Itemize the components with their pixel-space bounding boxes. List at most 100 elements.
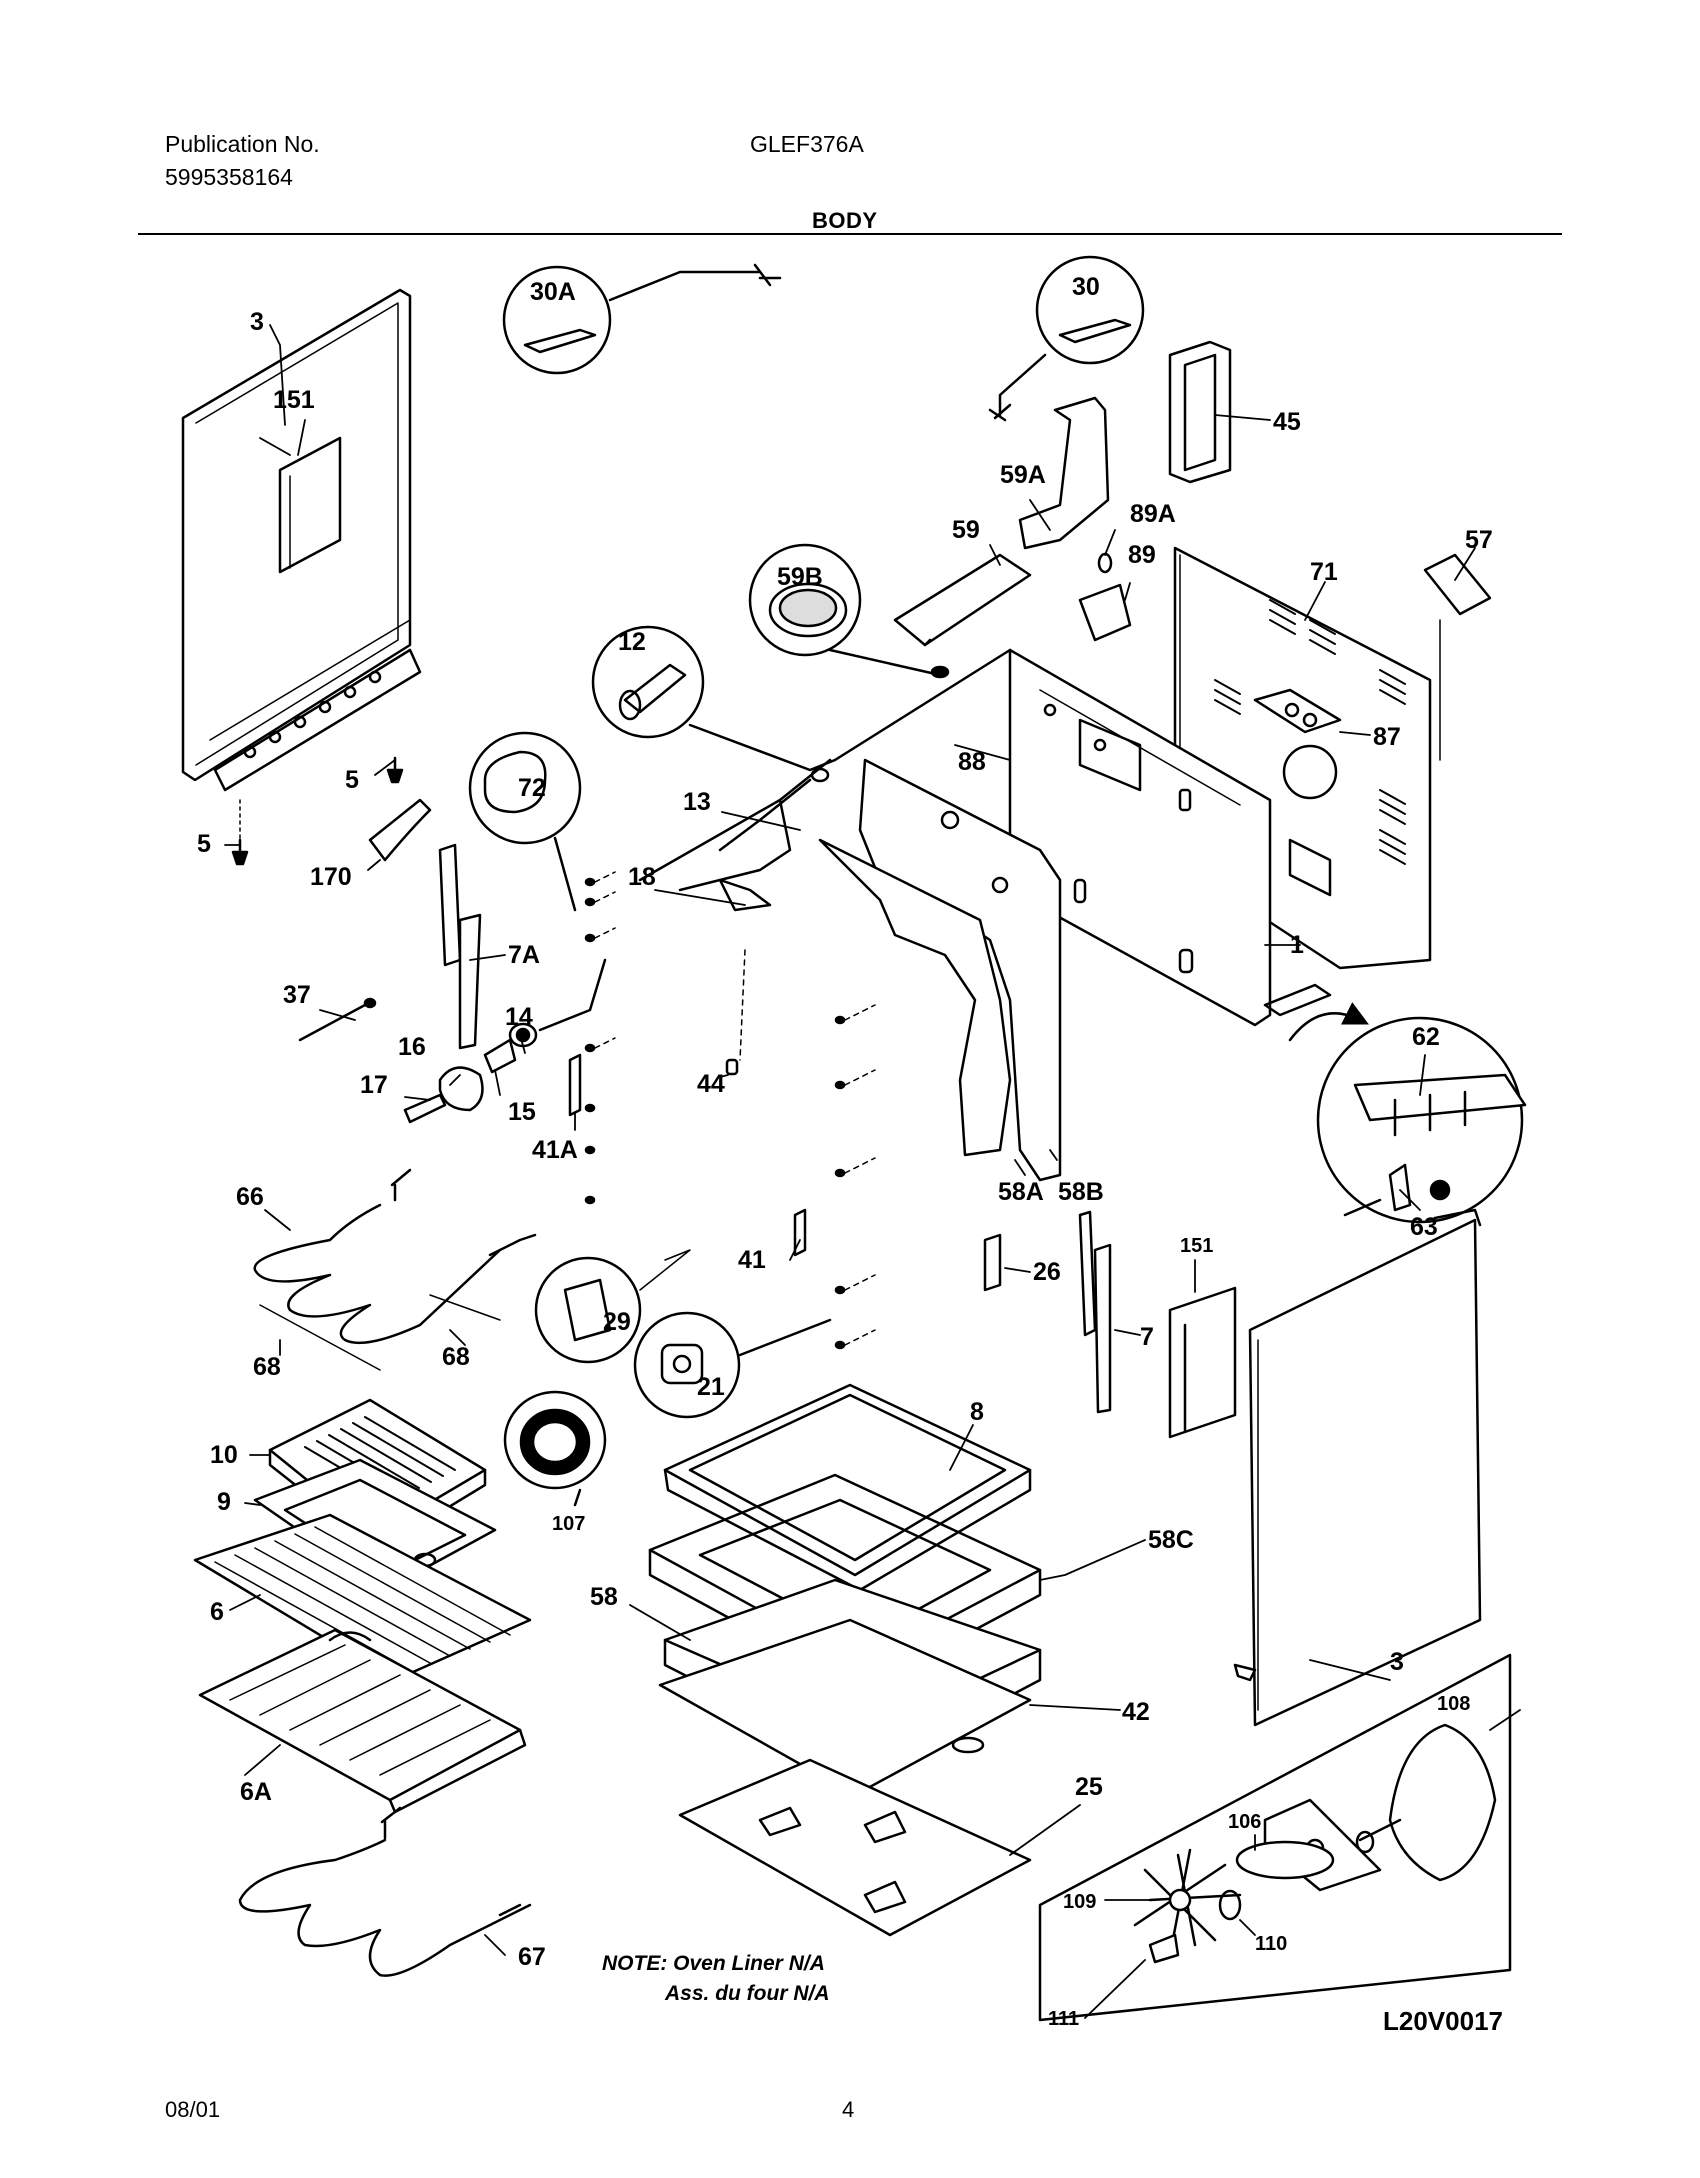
insulation-58a-58b: [818, 758, 1062, 1182]
label-45: 45: [1273, 408, 1301, 436]
publication-number: 5995358164: [165, 164, 293, 190]
label-30a: 30A: [530, 278, 576, 306]
label-111: 111: [1048, 2008, 1079, 2030]
detail-circle-21: [633, 1311, 832, 1419]
label-151-right: 151: [1180, 1235, 1213, 1257]
publication-label: Publication No.: [165, 131, 320, 157]
detail-circle-30a: [502, 263, 782, 375]
label-30: 30: [1072, 273, 1100, 301]
label-89a: 89A: [1130, 500, 1176, 528]
bake-element-67: [238, 1806, 532, 1977]
right-side-panel: [1233, 1208, 1482, 1727]
bottom-plate-42: [658, 1618, 1032, 1797]
label-58c: 58C: [1148, 1526, 1194, 1554]
light-lens-107: [503, 1390, 607, 1507]
label-59b: 59B: [777, 563, 823, 591]
switch-26: [983, 1233, 1002, 1292]
label-58b: 58B: [1058, 1178, 1104, 1206]
model-number: GLEF376A: [750, 131, 864, 157]
screw-parts: [231, 756, 404, 866]
small-clips-89: [1078, 552, 1132, 642]
label-25: 25: [1075, 1773, 1103, 1801]
broil-guides: [259, 1294, 501, 1371]
label-9: 9: [217, 1488, 231, 1516]
label-106: 106: [1228, 1811, 1261, 1833]
label-59: 59: [952, 516, 980, 544]
label-15: 15: [508, 1098, 536, 1126]
label-5-lower: 5: [197, 830, 211, 858]
leader-lines: [224, 324, 1521, 2019]
detail-circle-62: [1288, 1002, 1527, 1224]
label-26: 26: [1033, 1258, 1061, 1286]
heat-shield-bracket: [278, 436, 342, 574]
plate-87: [1253, 688, 1342, 734]
hinge-7a: [438, 843, 482, 1050]
label-3-right: 3: [1390, 1648, 1404, 1676]
label-109: 109: [1063, 1891, 1096, 1913]
duct-59: [893, 553, 1032, 647]
label-7: 7: [1140, 1323, 1154, 1351]
footer-page-number: 4: [842, 2097, 855, 2122]
label-170: 170: [310, 863, 352, 891]
label-72: 72: [518, 774, 546, 802]
drawing-code: L20V0017: [1383, 2006, 1503, 2036]
label-plate-57: [1423, 553, 1492, 761]
label-108: 108: [1437, 1693, 1470, 1715]
label-68-right: 68: [442, 1343, 470, 1371]
label-17: 17: [360, 1071, 388, 1099]
label-87: 87: [1373, 723, 1401, 751]
label-57: 57: [1465, 526, 1493, 554]
light-assembly: [298, 958, 607, 1124]
section-title: BODY: [812, 208, 878, 233]
detail-circle-30: [988, 255, 1145, 422]
label-67: 67: [518, 1943, 546, 1971]
small-part-44: [725, 1058, 739, 1076]
label-7a: 7A: [508, 941, 540, 969]
label-3: 3: [250, 308, 264, 336]
label-89: 89: [1128, 541, 1156, 569]
label-6: 6: [210, 1598, 224, 1626]
detail-circle-72: [468, 731, 582, 912]
duct-59a: [1018, 396, 1110, 550]
label-42: 42: [1122, 1698, 1150, 1726]
label-1: 1: [1290, 931, 1304, 959]
convection-fan-box: [1038, 1653, 1512, 2022]
detail-circle-59b: [748, 543, 950, 679]
label-88: 88: [958, 748, 986, 776]
label-63: 63: [1410, 1213, 1438, 1241]
note-line-1: NOTE: Oven Liner N/A: [602, 1952, 825, 1975]
label-21: 21: [697, 1373, 725, 1401]
label-58a: 58A: [998, 1178, 1044, 1206]
label-68-left: 68: [253, 1353, 281, 1381]
label-37: 37: [283, 981, 311, 1009]
screw-guides: [594, 871, 876, 1346]
label-66: 66: [236, 1183, 264, 1211]
label-10: 10: [210, 1441, 238, 1469]
label-18: 18: [628, 863, 656, 891]
label-14: 14: [505, 1003, 533, 1031]
hinge-7: [1078, 1210, 1112, 1414]
label-29: 29: [603, 1308, 631, 1336]
label-13: 13: [683, 788, 711, 816]
terminal-box-45: [1168, 340, 1232, 484]
label-41: 41: [738, 1246, 766, 1274]
detail-circle-29: [534, 1256, 642, 1364]
heat-shield-bracket-right: [1168, 1286, 1237, 1439]
header-rule: [138, 233, 1562, 235]
label-62: 62: [1412, 1023, 1440, 1051]
oven-rack-6a: [198, 1628, 527, 1814]
small-bracket-170: [368, 798, 432, 862]
label-12: 12: [618, 628, 646, 656]
label-6a: 6A: [240, 1778, 272, 1806]
label-110: 110: [1255, 1933, 1287, 1955]
label-16: 16: [398, 1033, 426, 1061]
label-151: 151: [273, 386, 315, 414]
element-wire-13: [638, 758, 832, 912]
note-line-2: Ass. du four N/A: [664, 1982, 830, 2005]
label-107: 107: [552, 1513, 585, 1535]
label-71: 71: [1310, 558, 1338, 586]
label-41a: 41A: [532, 1136, 578, 1164]
broil-element-66: [253, 1168, 537, 1345]
footer-date: 08/01: [165, 2097, 221, 2122]
